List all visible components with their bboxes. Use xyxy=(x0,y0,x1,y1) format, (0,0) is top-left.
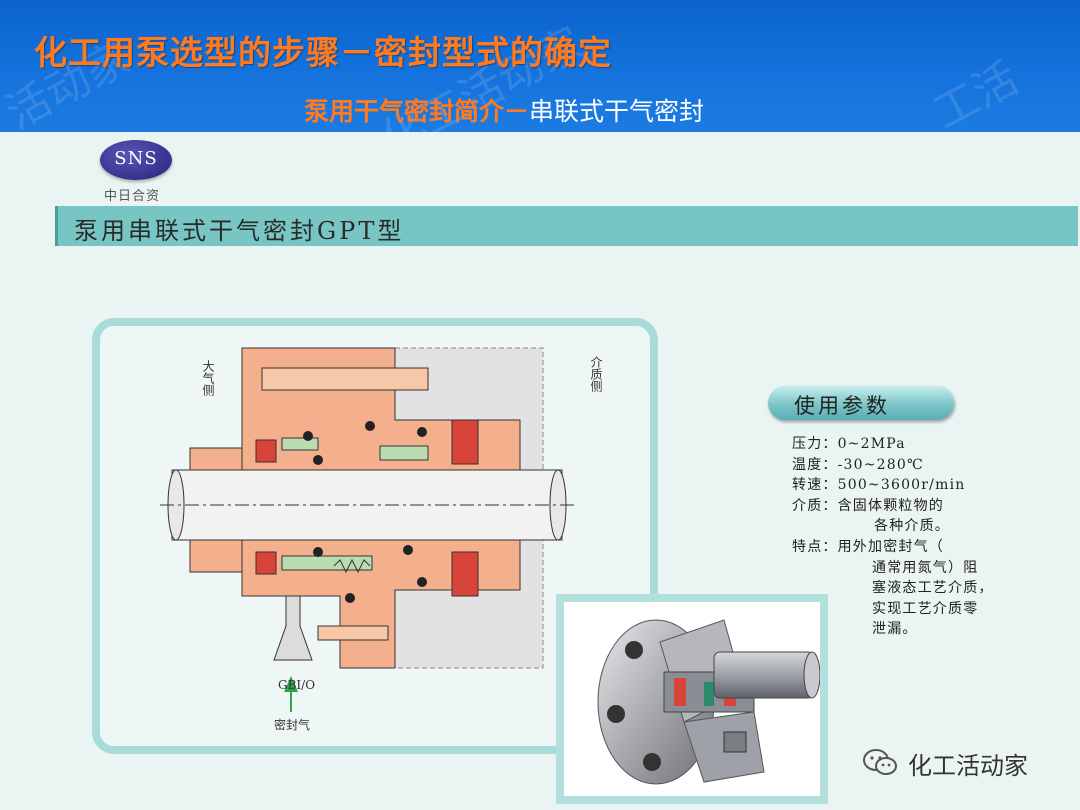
param-feature-cont: 通常用氮气）阻 xyxy=(872,559,979,576)
param-feature-cont: 泄漏。 xyxy=(872,621,918,638)
seal-ring xyxy=(281,437,319,451)
seal-gas-arrow-icon xyxy=(284,676,298,692)
o-ring xyxy=(417,577,427,587)
o-ring xyxy=(365,421,375,431)
o-ring xyxy=(345,593,355,603)
seal-seat xyxy=(255,551,277,575)
banner-title: 泵用串联式干气密封GPT型 xyxy=(74,217,405,245)
seal-seat xyxy=(255,439,277,463)
param-feature: 特点：用外加密封气（ xyxy=(792,538,944,555)
header-bar: 活动家 化工活动家 工活 化工用泵选型的步骤－密封型式的确定 泵用干气密封简介－… xyxy=(0,0,1080,166)
o-ring xyxy=(417,427,427,437)
param-feature-cont: 实现工艺介质零 xyxy=(872,600,979,617)
params-list: 压力：0~2MPa 温度：-30~280℃ 转速：500~3600r/min 介… xyxy=(792,434,1042,640)
o-ring xyxy=(313,547,323,557)
seal-seat xyxy=(451,551,479,597)
seal-photo-frame xyxy=(556,594,828,804)
param-pressure: 压力：0~2MPa xyxy=(792,436,906,452)
section-banner: 泵用串联式干气密封GPT型 xyxy=(55,206,1078,246)
subtitle-part2: 串联式干气密封 xyxy=(529,97,705,126)
o-ring xyxy=(313,455,323,465)
seal-ring xyxy=(281,555,373,571)
subtitle-part1: 泵用干气密封简介－ xyxy=(304,97,530,126)
seal-3d-render xyxy=(597,619,821,785)
label-medium-side: 介质侧 xyxy=(589,356,603,392)
params-heading: 使用参数 xyxy=(794,394,890,418)
sns-logo: SNS xyxy=(100,140,172,180)
param-speed: 转速：500~3600r/min xyxy=(792,477,966,494)
label-port: GBI/O xyxy=(278,678,316,692)
page-title: 化工用泵选型的步骤－密封型式的确定 xyxy=(34,33,612,72)
param-medium-cont: 各种介质。 xyxy=(874,518,950,535)
bolt-upper xyxy=(261,367,429,391)
param-medium: 介质：含固体颗粒物的 xyxy=(792,497,944,514)
o-ring xyxy=(303,431,313,441)
param-feature-cont: 塞液态工艺介质， xyxy=(872,580,994,597)
seal-seat xyxy=(451,419,479,465)
label-seal-gas: 密封气 xyxy=(274,718,311,732)
o-ring xyxy=(403,545,413,555)
logo-text: SNS xyxy=(114,148,158,169)
lower-housing xyxy=(241,539,521,669)
seal-ring xyxy=(379,445,429,461)
params-heading-pill: 使用参数 xyxy=(768,386,954,420)
logo-caption: 中日合资 xyxy=(104,189,161,204)
param-temperature: 温度：-30~280℃ xyxy=(792,456,924,473)
gas-inlet-port xyxy=(273,595,313,661)
wechat-icon xyxy=(863,749,897,775)
footer-brand: 化工活动家 xyxy=(908,752,1028,780)
page-subtitle: 泵用干气密封简介－串联式干气密封 xyxy=(304,92,704,128)
spring xyxy=(333,558,371,574)
bolt-lower xyxy=(317,625,389,641)
label-atmosphere-side: 大气侧 xyxy=(201,360,215,396)
